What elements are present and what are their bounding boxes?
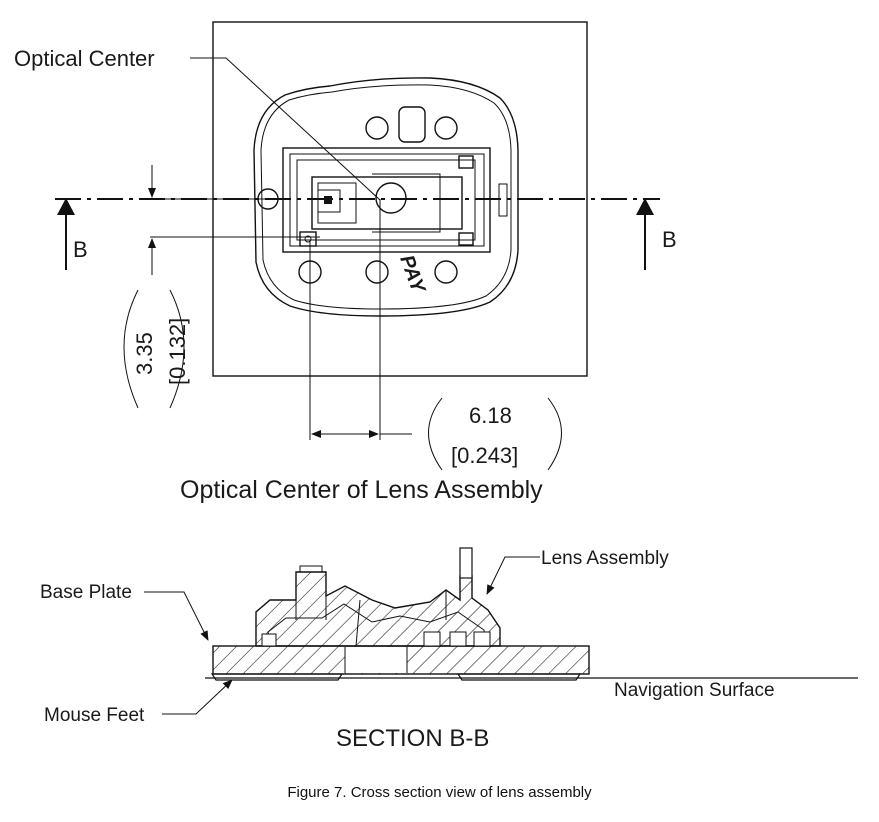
dim-v-metric: 3.35 (132, 332, 157, 375)
corner-pin (299, 231, 317, 247)
mounting-hole (365, 260, 389, 284)
mounting-hole (365, 116, 389, 140)
base-plate-opening (345, 647, 407, 673)
corner-pin (458, 232, 474, 246)
section-view: Lens Assembly Base Plate Mouse Feet Navi… (40, 547, 858, 752)
section-arrow-right (636, 198, 654, 270)
optical-center-label: Optical Center (14, 46, 155, 71)
corner-pin (458, 155, 474, 169)
section-arrow-left (57, 198, 75, 270)
part-marking: PAY (395, 252, 429, 297)
optical-center-leader (190, 57, 381, 201)
dim-v-imperial: [0.132] (165, 318, 190, 385)
top-view: B B Optical Center 3.35 [0.132] 6.18 [0 (14, 21, 677, 504)
lens-pin (459, 547, 473, 579)
base-plate-leader (144, 591, 209, 641)
mounting-hole (434, 260, 458, 284)
corner-pin-dot (304, 235, 312, 243)
lens-assembly-section (255, 571, 501, 647)
lens-clip (372, 173, 441, 233)
alignment-slot (398, 106, 426, 143)
lens-body-inner-outline (260, 84, 512, 310)
navigation-surface-label: Navigation Surface (614, 680, 775, 701)
mouse-foot (210, 673, 344, 681)
base-plate-label: Base Plate (40, 582, 132, 603)
mouse-foot (456, 673, 582, 681)
figure-caption: Figure 7. Cross section view of lens ass… (287, 784, 592, 801)
lens-window (311, 176, 463, 230)
top-view-title: Optical Center of Lens Assembly (180, 476, 543, 504)
mounting-hole (434, 116, 458, 140)
vertical-dimension: 3.35 [0.132] (123, 165, 320, 409)
lens-window-inner (317, 182, 357, 224)
mouse-feet-leader (162, 679, 233, 715)
lens-assembly-leader (486, 556, 540, 595)
dim-h-metric: 6.18 (469, 403, 512, 428)
section-mark-left: B (73, 237, 88, 262)
section-mark-right: B (662, 227, 677, 252)
horizontal-dimension: 6.18 [0.243] (309, 199, 562, 471)
lens-assembly-label: Lens Assembly (541, 548, 669, 569)
section-title: SECTION B-B (336, 725, 489, 752)
dim-h-imperial: [0.243] (451, 443, 518, 468)
sensor-die (317, 189, 341, 213)
lens-body-outline (253, 77, 519, 317)
mouse-feet-label: Mouse Feet (44, 705, 145, 726)
